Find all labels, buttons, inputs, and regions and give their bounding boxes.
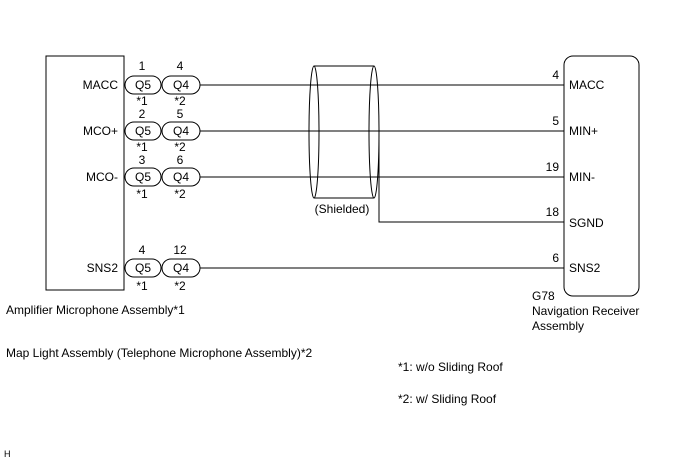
connector-pin-number: 4 (177, 59, 184, 73)
connector-pin-number: 3 (139, 153, 146, 167)
receiver-name-line2: Assembly (532, 319, 584, 333)
shield-label: (Shielded) (315, 202, 370, 216)
wire-shield-ground (378, 140, 564, 223)
connector-row-mco-plus: 2 5 Q5 Q4 *1 *2 (124, 107, 201, 154)
connector-name: Q4 (173, 261, 189, 275)
connector-q5 (124, 167, 162, 187)
connector-q5 (124, 75, 162, 95)
receiver-pin-label-min-plus: MIN+ (569, 124, 598, 138)
shield-symbol (308, 65, 380, 199)
amplifier-pin-label-sns2: SNS2 (87, 261, 119, 275)
connector-pin-number: 5 (177, 107, 184, 121)
connector-name: Q5 (135, 261, 151, 275)
receiver-pin-label-macc: MACC (569, 78, 605, 92)
connector-note: *1 (136, 140, 148, 154)
amplifier-box (45, 55, 125, 291)
connector-note: *2 (174, 187, 186, 201)
receiver-pin-number: 6 (552, 251, 559, 265)
note-1: *1: w/o Sliding Roof (398, 360, 503, 374)
receiver-box (563, 55, 640, 297)
connector-q5 (124, 258, 162, 278)
amplifier-pin-label-mco-plus: MCO+ (83, 124, 118, 138)
connector-name: Q4 (173, 170, 189, 184)
connector-pin-number: 4 (139, 243, 146, 257)
connector-q5 (124, 121, 162, 141)
connector-note: *2 (174, 279, 186, 293)
receiver-pin-number: 4 (552, 68, 559, 82)
map-light-name: Map Light Assembly (Telephone Microphone… (6, 346, 312, 360)
connector-note: *1 (136, 279, 148, 293)
connector-name: Q5 (135, 170, 151, 184)
receiver-pin-label-sns2: SNS2 (569, 261, 601, 275)
connector-name: Q4 (173, 124, 189, 138)
connector-note: *2 (174, 94, 186, 108)
connector-row-sns2: 4 12 Q5 Q4 *1 *2 (124, 243, 201, 293)
amplifier-pin-label-macc: MACC (83, 78, 119, 92)
connector-name: Q5 (135, 124, 151, 138)
connector-name: Q5 (135, 78, 151, 92)
amplifier-pin-label-mco-minus: MCO- (86, 170, 118, 184)
connector-pin-number: 12 (173, 243, 187, 257)
connector-note: *1 (136, 187, 148, 201)
connector-row-mco-minus: 3 6 Q5 Q4 *1 *2 (124, 153, 201, 201)
note-2: *2: w/ Sliding Roof (398, 392, 497, 406)
connector-note: *1 (136, 94, 148, 108)
connector-pin-number: 6 (177, 153, 184, 167)
receiver-code: G78 (532, 289, 555, 303)
receiver-pin-number: 5 (552, 114, 559, 128)
figure-id: H (4, 449, 11, 459)
amplifier-name: Amplifier Microphone Assembly*1 (6, 303, 185, 317)
receiver-name-line1: Navigation Receiver (532, 304, 639, 318)
connector-pin-number: 1 (139, 59, 146, 73)
connector-pin-number: 2 (139, 107, 146, 121)
receiver-pin-number: 18 (546, 205, 560, 219)
receiver-pin-label-sgnd: SGND (569, 216, 604, 230)
receiver-pin-number: 19 (546, 160, 560, 174)
connector-note: *2 (174, 140, 186, 154)
connector-row-macc: 1 4 Q5 Q4 *1 *2 (124, 59, 201, 108)
connector-name: Q4 (173, 78, 189, 92)
receiver-pin-label-min-minus: MIN- (569, 170, 595, 184)
